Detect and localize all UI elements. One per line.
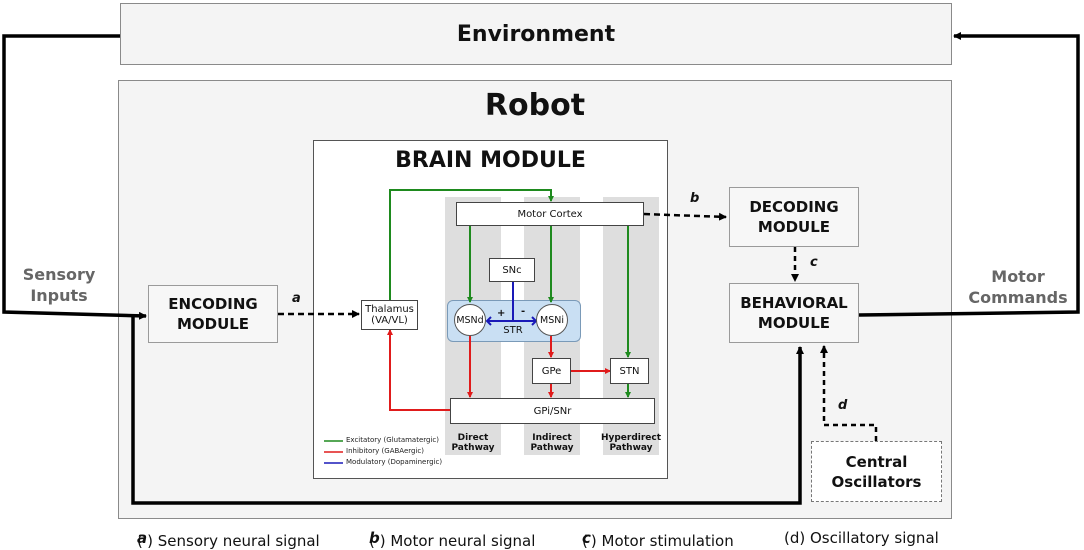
edge-a-label: a	[292, 291, 301, 306]
caption-b: (b) Motor neural signal	[369, 529, 535, 550]
stn-box: STN	[610, 358, 649, 384]
oscillators-line1: Central	[845, 452, 908, 471]
sensory-line1: Sensory	[22, 265, 96, 284]
edge-c-label: c	[810, 255, 818, 270]
motor-commands-label: Motor Commands	[952, 266, 1084, 308]
thalamus-box: Thalamus (VA/VL)	[361, 300, 418, 330]
snc-box: SNc	[489, 258, 535, 282]
edge-d-label: d	[838, 398, 848, 413]
gpi-snr-box: GPi/SNr	[450, 398, 655, 424]
caption-b-letter: b	[369, 529, 380, 547]
legend-inhibitory: Inhibitory (GABAergic)	[346, 447, 424, 455]
caption-d: (d) Oscillatory signal	[784, 529, 939, 547]
edge-b-label: b	[690, 191, 700, 206]
decoding-module: DECODING MODULE	[729, 187, 859, 247]
motor-line2: Commands	[968, 288, 1068, 307]
indirect-pathway-line1: Indirect	[532, 433, 572, 443]
direct-pathway-line2: Pathway	[451, 443, 495, 453]
encoding-line2: MODULE	[176, 315, 250, 333]
caption-a: (a) Sensory neural signal	[137, 529, 320, 550]
encoding-module: ENCODING MODULE	[148, 285, 278, 343]
oscillators-line2: Oscillators	[831, 472, 922, 491]
thalamus-sub-label: (VA/VL)	[371, 315, 408, 326]
behavioral-line2: MODULE	[757, 314, 831, 332]
motor-cortex-box: Motor Cortex	[456, 202, 644, 226]
hyperdirect-pathway-line2: Pathway	[609, 443, 653, 453]
direct-pathway-label: Direct Pathway	[445, 433, 501, 453]
caption-c-letter: c	[582, 529, 591, 547]
legend-modulatory: Modulatory (Dopaminergic)	[346, 458, 443, 466]
hyperdirect-pathway-label: Hyperdirect Pathway	[597, 433, 665, 453]
direct-pathway-line1: Direct	[457, 433, 489, 443]
caption-c: (c) Motor stimulation	[582, 529, 734, 550]
msnd-node: MSNd	[454, 304, 486, 336]
minus-sign: -	[521, 306, 526, 317]
caption-a-letter: a	[137, 529, 148, 547]
caption-c-open: (	[582, 532, 588, 550]
indirect-pathway-line2: Pathway	[530, 443, 574, 453]
decoding-line1: DECODING	[749, 198, 839, 216]
encoding-line1: ENCODING	[168, 295, 258, 313]
caption-a-open: (	[137, 532, 143, 550]
environment-label: Environment	[456, 21, 616, 47]
msni-node: MSNi	[536, 304, 568, 336]
sensory-inputs-label: Sensory Inputs	[0, 264, 118, 306]
behavioral-line1: BEHAVIORAL	[740, 294, 848, 312]
central-oscillators-module: Central Oscillators	[811, 441, 942, 502]
hyperdirect-pathway-line1: Hyperdirect	[600, 433, 662, 443]
indirect-pathway-label: Indirect Pathway	[524, 433, 580, 453]
caption-c-text: ) Motor stimulation	[590, 532, 734, 550]
behavioral-module: BEHAVIORAL MODULE	[729, 283, 859, 343]
caption-b-text: ) Motor neural signal	[379, 532, 536, 550]
decoding-line2: MODULE	[757, 218, 831, 236]
environment-box: Environment	[120, 3, 952, 65]
plus-sign: +	[497, 308, 506, 319]
brain-module-title: BRAIN MODULE	[395, 148, 586, 173]
thalamus-label: Thalamus	[365, 304, 414, 315]
caption-b-open: (	[369, 532, 375, 550]
sensory-line2: Inputs	[30, 286, 88, 305]
motor-line1: Motor	[991, 267, 1045, 286]
legend-caption: (a) Sensory neural signal (b) Motor neur…	[0, 526, 1084, 550]
gpe-box: GPe	[532, 358, 571, 384]
caption-a-text: ) Sensory neural signal	[147, 532, 320, 550]
robot-label: Robot	[484, 88, 586, 123]
legend-excitatory: Excitatory (Glutamatergic)	[346, 436, 439, 444]
